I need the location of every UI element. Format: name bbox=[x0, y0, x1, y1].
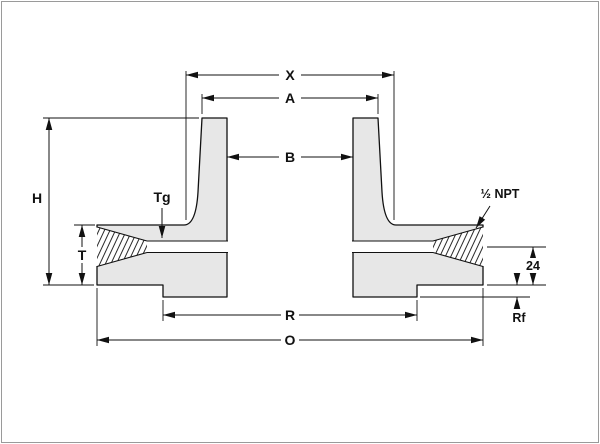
dim-label-r: R bbox=[285, 307, 295, 323]
npt-thread-left bbox=[96, 226, 148, 268]
thread-top-line bbox=[96, 226, 148, 242]
dim-label-rf: Rf bbox=[512, 311, 526, 325]
dim-24: 24 bbox=[487, 246, 546, 286]
dim-label-t: T bbox=[78, 247, 87, 263]
pressure-tap-passage-left bbox=[147, 240, 229, 254]
thread-bottom-line bbox=[432, 251, 484, 268]
label-mask bbox=[279, 149, 301, 165]
label-mask bbox=[74, 247, 90, 263]
label-mask bbox=[524, 258, 542, 273]
tap-passage-cavity bbox=[147, 240, 229, 253]
dim-x: X bbox=[185, 67, 395, 220]
flange-section bbox=[95, 117, 485, 298]
thread-top-line bbox=[432, 226, 484, 242]
label-mask bbox=[279, 90, 301, 106]
dim-label-a: A bbox=[285, 90, 295, 106]
dim-label-b: B bbox=[285, 149, 295, 165]
leader-arrow bbox=[475, 205, 491, 229]
dim-r: R bbox=[162, 300, 418, 323]
dim-label-24: 24 bbox=[526, 259, 540, 273]
dim-rf: Rf bbox=[420, 273, 530, 325]
dim-label-h: H bbox=[32, 190, 42, 206]
dim-tg: Tg bbox=[153, 189, 171, 238]
dim-o: O bbox=[96, 288, 484, 348]
dim-t: T bbox=[74, 224, 95, 285]
flange-body-right bbox=[352, 117, 484, 298]
dim-label-o: O bbox=[285, 332, 296, 348]
dim-label-x: X bbox=[285, 67, 295, 83]
label-mask bbox=[281, 307, 299, 323]
dim-h: H bbox=[32, 117, 199, 286]
label-mask bbox=[279, 67, 301, 83]
npt-thread-right bbox=[432, 226, 484, 268]
thread-bottom-line bbox=[96, 251, 148, 268]
pressure-tap-passage-right bbox=[352, 240, 434, 254]
dim-a: A bbox=[201, 90, 379, 114]
flange-body-left bbox=[96, 117, 228, 298]
dim-label-tg: Tg bbox=[153, 189, 170, 205]
callout-npt: ½ NPT bbox=[475, 187, 520, 229]
thread-hatch bbox=[97, 227, 147, 267]
dim-b: B bbox=[227, 149, 353, 165]
label-mask bbox=[281, 332, 299, 348]
tap-passage-cavity bbox=[352, 240, 434, 253]
npt-label: ½ NPT bbox=[481, 187, 520, 201]
thread-hatch bbox=[433, 227, 483, 267]
